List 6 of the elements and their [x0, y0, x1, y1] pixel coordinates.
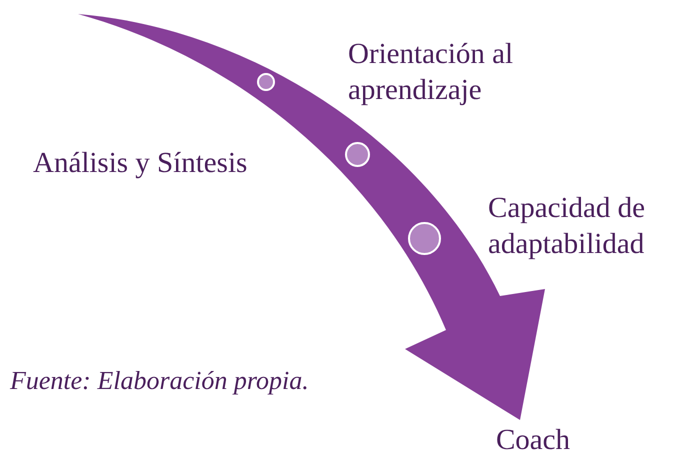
milestone-label: Capacidad de adaptabilidad — [488, 191, 646, 262]
milestone-label: Orientación al aprendizaje — [348, 37, 514, 108]
curved-arrow — [78, 14, 545, 420]
milestone-label: Análisis y Síntesis — [33, 146, 248, 181]
source-caption: Fuente: Elaboración propia. — [10, 366, 309, 396]
text-label: Coach — [478, 422, 588, 458]
